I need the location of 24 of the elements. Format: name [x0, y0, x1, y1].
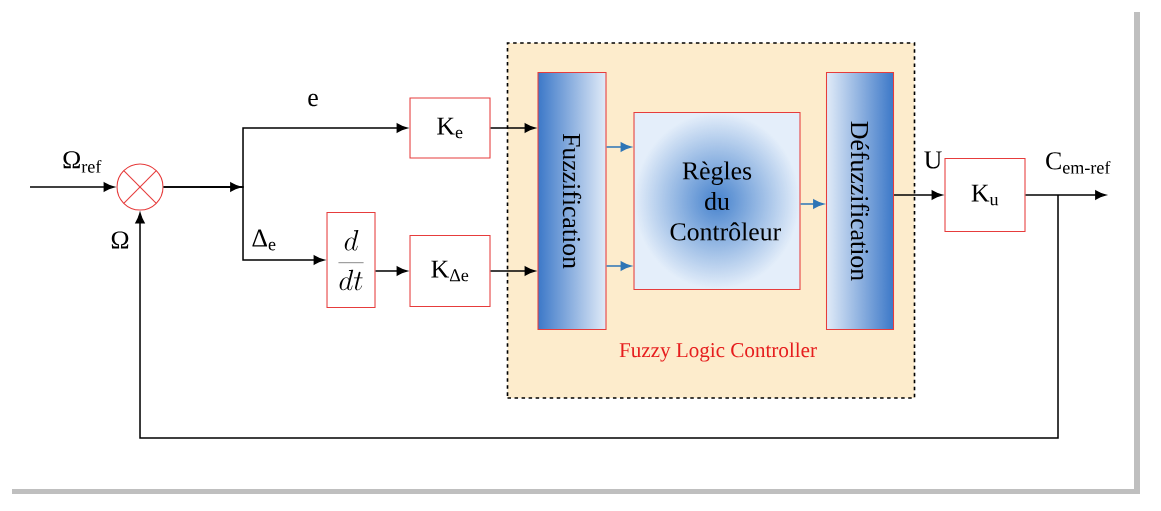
arrow [1024, 190, 1106, 200]
arrow [162, 186, 325, 265]
arrow [893, 190, 943, 200]
rule-base-block: Règles du Contrôleur [633, 111, 801, 290]
arrow [605, 261, 632, 271]
arrow [605, 142, 632, 152]
arrow [489, 123, 536, 133]
process-block: Défuzzification [826, 71, 895, 330]
signal-label: Ω [111, 231, 129, 249]
signal-label: e [308, 93, 318, 107]
signal-label: U [924, 151, 942, 169]
arrow [799, 199, 824, 209]
gain-block: K$_{Δe}$ [409, 234, 491, 308]
arrow [489, 266, 536, 276]
gain-block: K$_{u}$ [944, 157, 1026, 232]
signal-label: Ω$_{ref}$ [63, 151, 102, 173]
summing-junction [116, 163, 164, 211]
process-block: Fuzzification [537, 71, 607, 330]
gain-block: K$_{e}$ [409, 97, 491, 159]
derivative-block: $\frac{d}{dt}$ [326, 211, 376, 308]
signal-label: C$_{em-ref}$ [1046, 152, 1111, 174]
arrow [29, 182, 115, 192]
arrow [374, 266, 408, 276]
signal-label: Δ$_{e}$ [252, 229, 276, 251]
